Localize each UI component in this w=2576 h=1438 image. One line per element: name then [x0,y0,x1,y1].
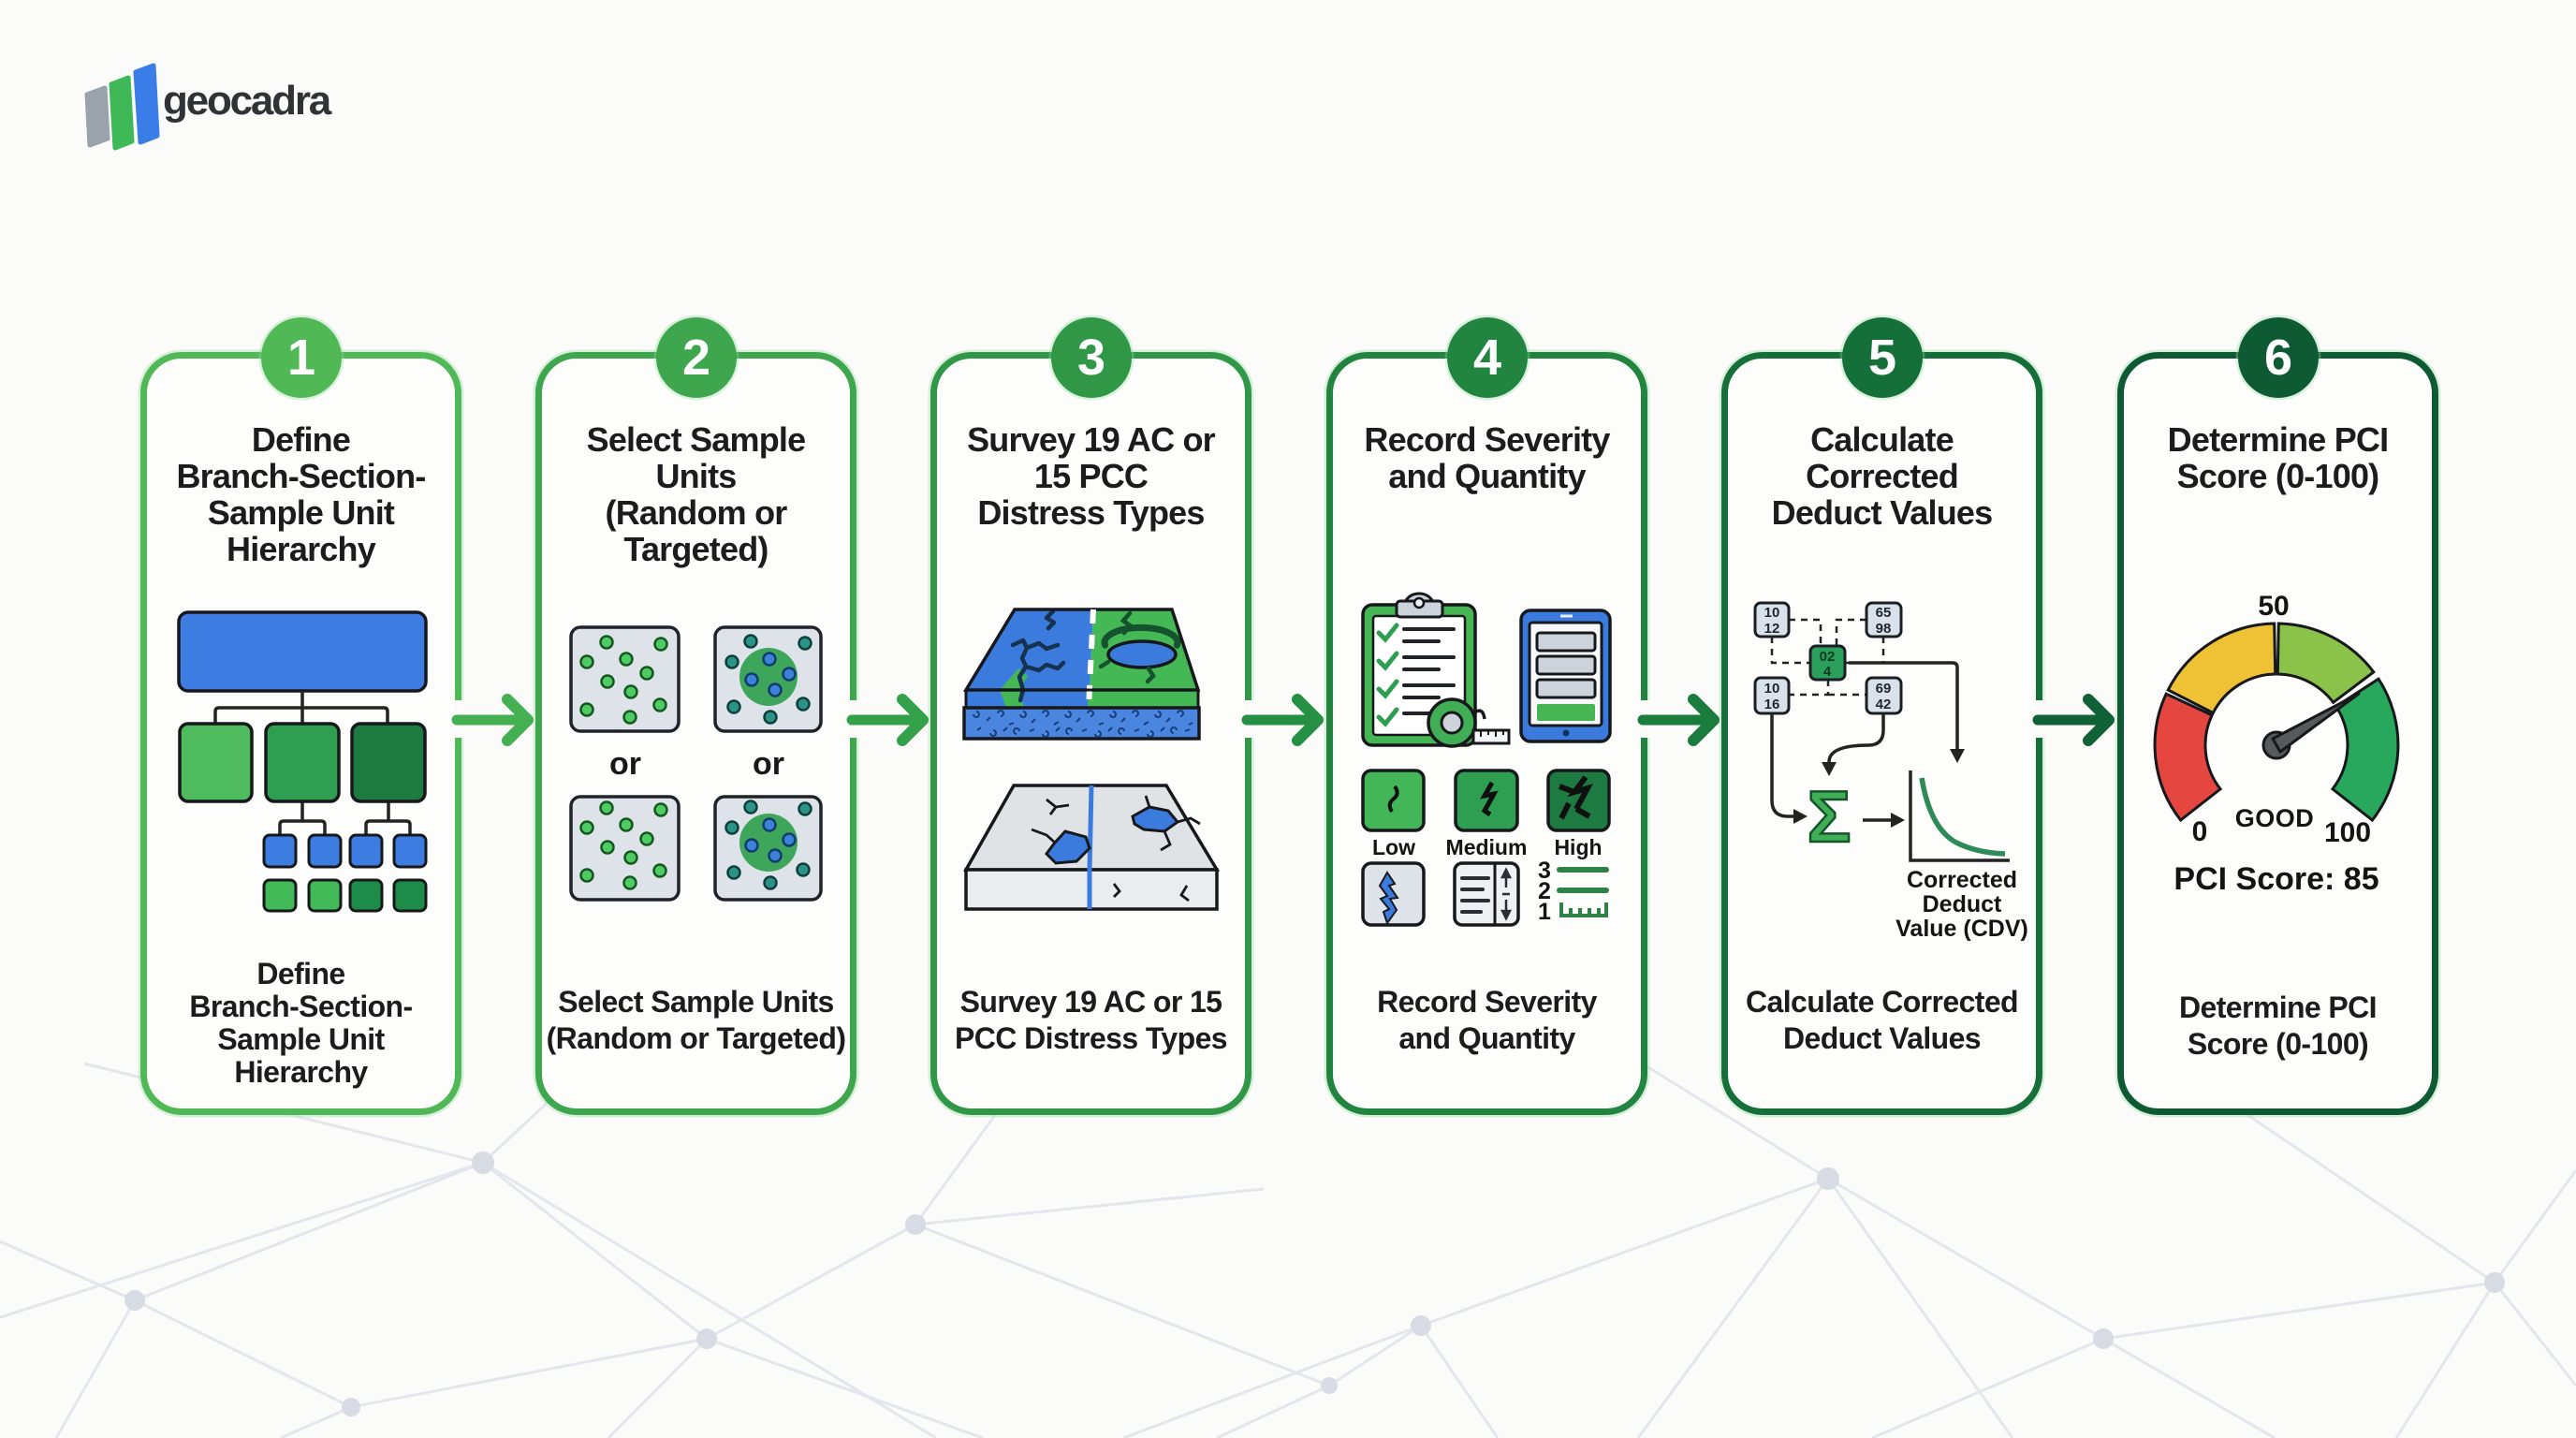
svg-text:2: 2 [1538,878,1551,904]
svg-text:10: 10 [1764,681,1780,697]
svg-text:Medium: Medium [1446,835,1528,859]
svg-text:4: 4 [1823,664,1832,680]
svg-text:GOOD: GOOD [2235,804,2315,832]
svg-text:98: 98 [1876,621,1892,637]
svg-text:10: 10 [1764,605,1780,621]
svg-text:42: 42 [1876,697,1892,712]
svg-text:1: 1 [1538,899,1551,925]
svg-text:High: High [1554,835,1602,859]
svg-text:Corrected: Corrected [1907,867,2017,893]
svg-text:3: 3 [1538,858,1551,884]
svg-text:50: 50 [2258,591,2289,622]
svg-text:Deduct: Deduct [1923,891,2002,917]
svg-text:Low: Low [1372,835,1415,859]
svg-text:02: 02 [1820,649,1836,665]
svg-text:0: 0 [2192,816,2208,847]
svg-text:100: 100 [2324,817,2371,848]
svg-text:or: or [609,746,641,782]
svg-text:16: 16 [1764,697,1780,712]
svg-text:Σ: Σ [1808,775,1852,858]
svg-text:69: 69 [1876,681,1892,697]
svg-text:PCI Score: 85: PCI Score: 85 [2174,861,2378,897]
svg-text:geocadra: geocadra [163,78,332,124]
svg-text:65: 65 [1876,605,1892,621]
svg-text:Value (CDV): Value (CDV) [1895,916,2028,942]
svg-text:12: 12 [1764,621,1780,637]
svg-text:or: or [753,746,784,782]
